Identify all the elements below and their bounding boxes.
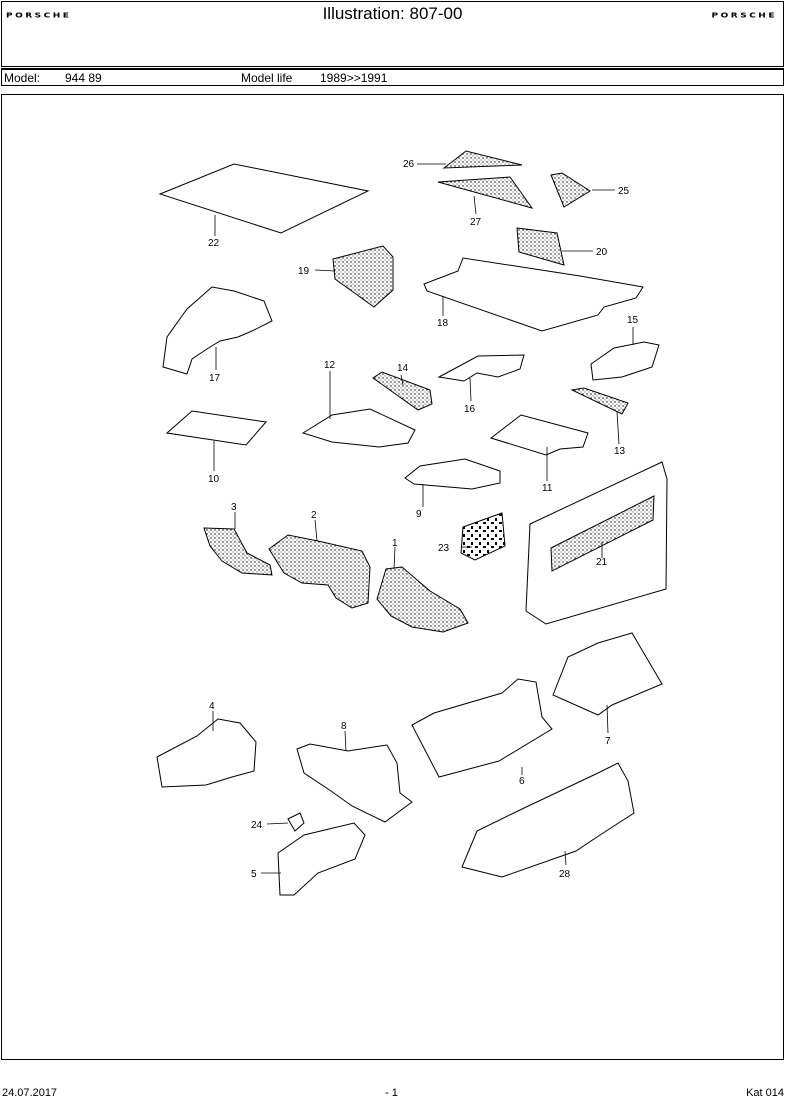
part-15-panel (590, 341, 660, 381)
callout-25: 25 (618, 186, 630, 197)
part-2-trim (268, 534, 371, 609)
part-24-clip (287, 812, 305, 832)
part-23-pad (460, 512, 506, 561)
part-8-trim (296, 743, 413, 823)
footer-catalog: Kat 014 (746, 1087, 784, 1099)
callout-15: 15 (627, 315, 639, 326)
part-20-pad (516, 227, 565, 266)
part-16-panel (437, 354, 525, 382)
callout-8: 8 (341, 721, 347, 732)
footer-page: - 1 (385, 1087, 398, 1099)
part-4-trim (156, 718, 257, 788)
callout-13: 13 (614, 446, 626, 457)
part-26-pad (442, 150, 523, 169)
callout-23: 23 (438, 543, 450, 554)
part-17-wheel-housing (162, 286, 273, 375)
callout-14: 14 (397, 363, 409, 374)
part-12-mat (301, 408, 416, 448)
callout-12: 12 (324, 360, 336, 371)
callout-1: 1 (392, 538, 398, 549)
callout-5: 5 (251, 869, 257, 880)
part-13-strip (570, 387, 629, 415)
part-18-floor-mat (423, 257, 644, 332)
part-6-tunnel-trim (411, 678, 553, 778)
part-28-tunnel-trim (461, 762, 635, 878)
part-22-headliner (158, 163, 370, 234)
part-10-mat (165, 410, 267, 446)
callout-9: 9 (416, 509, 422, 520)
illustration-title: Illustration: 807-00 (322, 4, 463, 23)
part-27-pad (437, 176, 534, 209)
part-7-bracket (552, 632, 663, 716)
callout-27: 27 (470, 217, 482, 228)
callout-26: 26 (403, 159, 415, 170)
part-5-trim (277, 822, 366, 896)
diagram-frame: 22 26 27 25 20 19 18 17 15 16 14 13 12 1… (1, 94, 784, 1060)
callout-16: 16 (464, 404, 476, 415)
footer-date: 24.07.2017 (2, 1087, 58, 1099)
part-14-pad (372, 371, 433, 411)
model-life-value: 1989>>1991 (320, 71, 388, 85)
model-label: Model: (4, 71, 41, 85)
model-value: 944 89 (65, 71, 102, 85)
callout-22: 22 (208, 238, 220, 249)
callout-21: 21 (596, 557, 608, 568)
callout-24: 24 (251, 820, 263, 831)
callout-20: 20 (596, 247, 608, 258)
part-9-mat (404, 458, 501, 490)
exploded-parts-diagram: 22 26 27 25 20 19 18 17 15 16 14 13 12 1… (156, 150, 668, 896)
part-21-insert (550, 495, 655, 572)
callout-11: 11 (542, 483, 553, 494)
porsche-logo-left: PORSCHE (6, 12, 72, 20)
callout-6: 6 (519, 776, 525, 787)
part-3-trim (203, 527, 273, 576)
part-11-mat (489, 414, 589, 456)
callout-7: 7 (605, 736, 611, 747)
callout-2: 2 (311, 510, 317, 521)
part-19-pad (332, 245, 394, 308)
header-box: PORSCHE Illustration: 807-00 PORSCHE (1, 1, 784, 67)
porsche-logo-right: PORSCHE (711, 12, 777, 20)
callout-labels: 22 26 27 25 20 19 18 17 15 16 14 13 12 1… (208, 159, 639, 880)
callout-17: 17 (209, 373, 221, 384)
callout-3: 3 (231, 502, 237, 513)
model-life-label: Model life (241, 71, 293, 85)
model-bar: Model: 944 89 Model life 1989>>1991 (1, 68, 784, 86)
callout-4: 4 (209, 701, 215, 712)
callout-10: 10 (208, 474, 220, 485)
part-1-trim (376, 566, 469, 633)
part-25-pad (550, 172, 591, 208)
callout-18: 18 (437, 318, 449, 329)
callout-28: 28 (559, 869, 571, 880)
leader-lines (212, 163, 634, 874)
callout-19: 19 (298, 266, 310, 277)
